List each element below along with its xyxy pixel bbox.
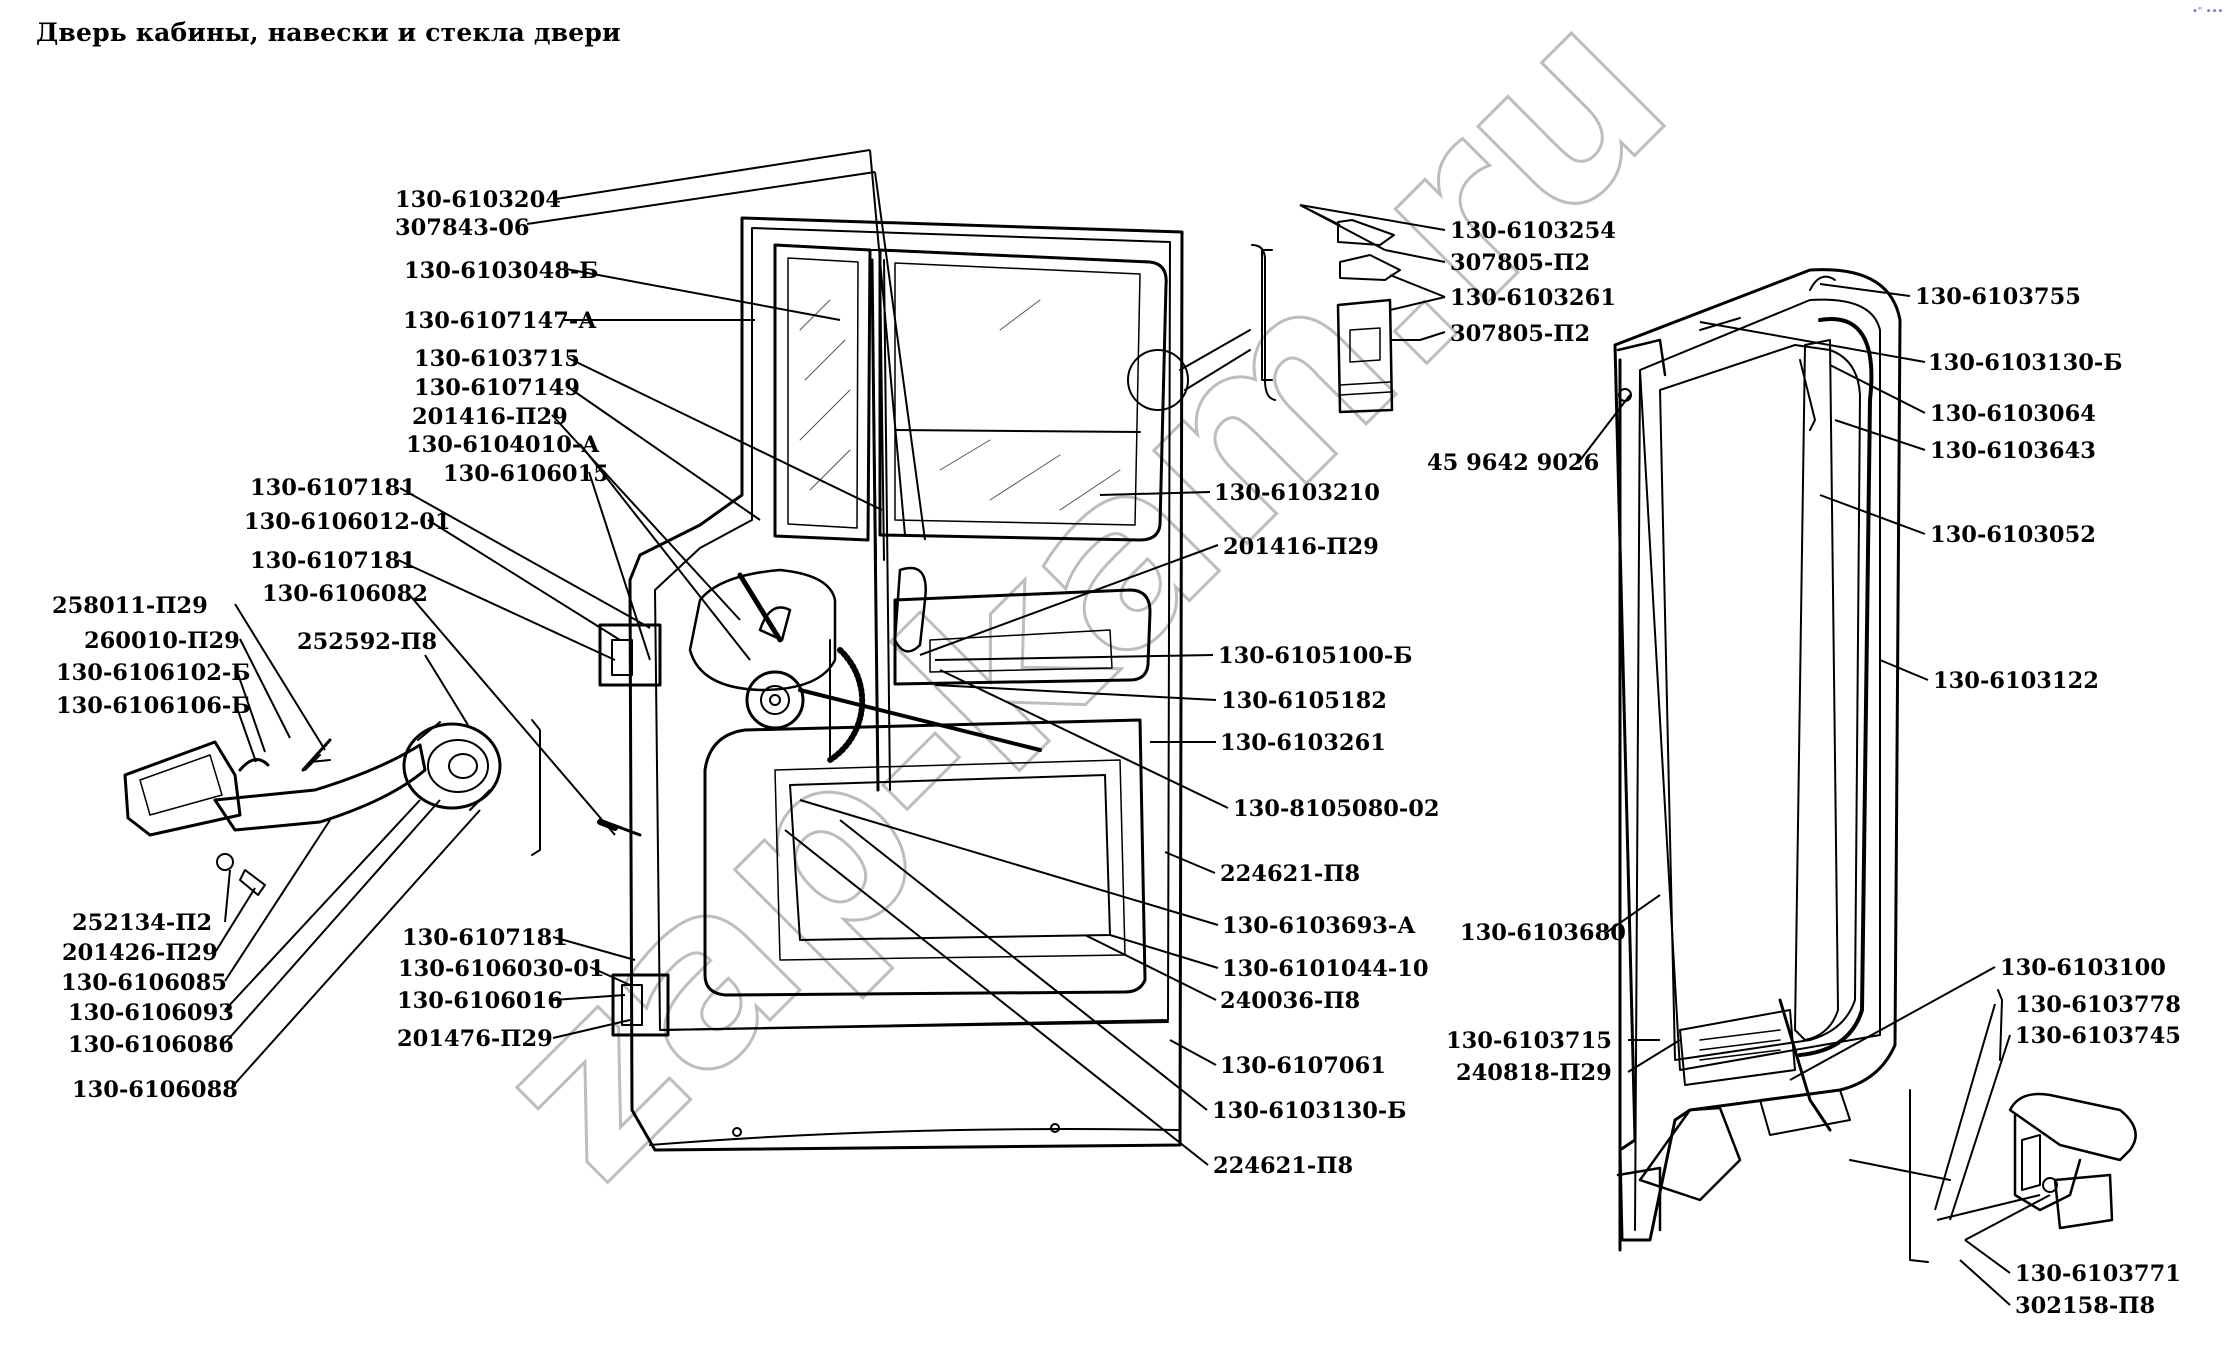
callout-label: 130-6103755 (1915, 284, 2081, 310)
callout-label: 130-6103130-Б (1928, 350, 2122, 376)
callout-label: 130-6103048-Б (404, 258, 598, 284)
callout-label: 130-6107149 (414, 375, 580, 401)
callout-label: 130-6103100 (2000, 955, 2166, 981)
callout-label: 130-6106102-Б (56, 660, 250, 686)
callout-label: 252134-П2 (72, 910, 212, 936)
window-regulator (688, 568, 1042, 763)
callout-label: 130-6106088 (72, 1077, 238, 1103)
callout-label: 224621-П8 (1220, 861, 1360, 887)
callout-label: 307805-П2 (1450, 321, 1590, 347)
door-panel-inner (654, 227, 1171, 1031)
callout-label: 130-6101044-10 (1222, 956, 1429, 982)
callout-label: 130-6103643 (1930, 438, 2096, 464)
callout-label: 130-6103261 (1220, 730, 1386, 756)
callout-label: 307805-П2 (1450, 250, 1590, 276)
callout-label: 130-6103745 (2015, 1023, 2181, 1049)
callout-label: 130-6106012-01 (244, 509, 451, 535)
callout-label: 307843-06 (395, 215, 530, 241)
callout-label: 45 9642 9026 (1427, 450, 1599, 476)
callout-label: 130-6103204 (395, 187, 561, 213)
callout-label: 201416-П29 (412, 404, 568, 430)
callout-label: 130-6103680 (1460, 920, 1626, 946)
callout-label: 252592-П8 (297, 629, 437, 655)
callout-label: 240818-П29 (1456, 1060, 1612, 1086)
callout-label: 130-6106016 (397, 988, 563, 1014)
callout-label: 130-6103210 (1214, 480, 1380, 506)
inside-handle (893, 566, 927, 653)
callout-label: 130-6106106-Б (56, 693, 250, 719)
callout-label: 130-6103122 (1933, 668, 2099, 694)
callout-label: 224621-П8 (1213, 1153, 1353, 1179)
corner-mark: •" ••• (2192, 6, 2224, 17)
callout-label: 130-6106086 (68, 1032, 234, 1058)
callout-label: 130-6107181 (250, 475, 416, 501)
callout-label: 130-8105080-02 (1233, 796, 1440, 822)
callout-label: 130-6106093 (68, 1000, 234, 1026)
callout-label: 130-6106082 (262, 581, 428, 607)
callout-label: 130-6103052 (1930, 522, 2096, 548)
page-title: Дверь кабины, навески и стекла двери (36, 18, 621, 47)
window-frame-assembly (1613, 268, 1951, 1252)
door-lower-opening (703, 718, 1147, 997)
callout-label: 201416-П29 (1223, 534, 1379, 560)
upper-door-hinge (598, 623, 662, 687)
small-latch-parts (1336, 219, 1421, 414)
callout-label: 130-6106030-01 (398, 956, 605, 982)
callout-label: 130-6104010-А (406, 432, 600, 458)
lower-hinge-assembly (2008, 1092, 2137, 1230)
callout-label: 130-6103693-А (1222, 913, 1416, 939)
callout-label: 130-6107147-А (403, 308, 597, 334)
callout-label: 130-6103715 (414, 346, 580, 372)
callout-label: 130-6103261 (1450, 285, 1616, 311)
callout-label: 130-6107061 (1220, 1053, 1386, 1079)
callout-label: 201476-П29 (397, 1026, 553, 1052)
callout-label: 130-6103064 (1930, 401, 2096, 427)
callout-label: 201426-П29 (62, 940, 218, 966)
callout-label: 130-6103254 (1450, 218, 1616, 244)
callout-label: 130-6105100-Б (1218, 643, 1412, 669)
callout-label: 258011-П29 (52, 593, 208, 619)
callout-label: 130-6106015 (443, 461, 609, 487)
callout-label: 260010-П29 (84, 628, 240, 654)
callout-label: 130-6107181 (250, 548, 416, 574)
inner-handle-recess (893, 588, 1152, 686)
door-panel-outer (628, 216, 1184, 1152)
window-glass-front (787, 257, 859, 529)
callout-label: 130-6103130-Б (1212, 1098, 1406, 1124)
callout-label: 302158-П8 (2015, 1293, 2155, 1319)
window-frame-left (773, 243, 872, 542)
callout-label: 130-6106085 (61, 970, 227, 996)
leader-lines (215, 149, 2051, 1306)
callout-label: 130-6105182 (1221, 688, 1387, 714)
door-outline-drawing (123, 216, 2137, 1263)
callout-labels: 130-6103204 307843-06 130-6103048-Б 130-… (52, 187, 2181, 1319)
callout-label: 130-6103778 (2015, 992, 2181, 1018)
detail-circle (1127, 349, 1189, 411)
callout-label: 130-6103715 (1446, 1028, 1612, 1054)
window-frame-right (878, 248, 1168, 542)
lower-door-hinge (611, 973, 670, 1037)
callout-label: 240036-П8 (1220, 988, 1360, 1014)
callout-label: 130-6103771 (2015, 1261, 2181, 1287)
door-stop-assembly (123, 721, 502, 896)
callout-label: 130-6107181 (402, 925, 568, 951)
